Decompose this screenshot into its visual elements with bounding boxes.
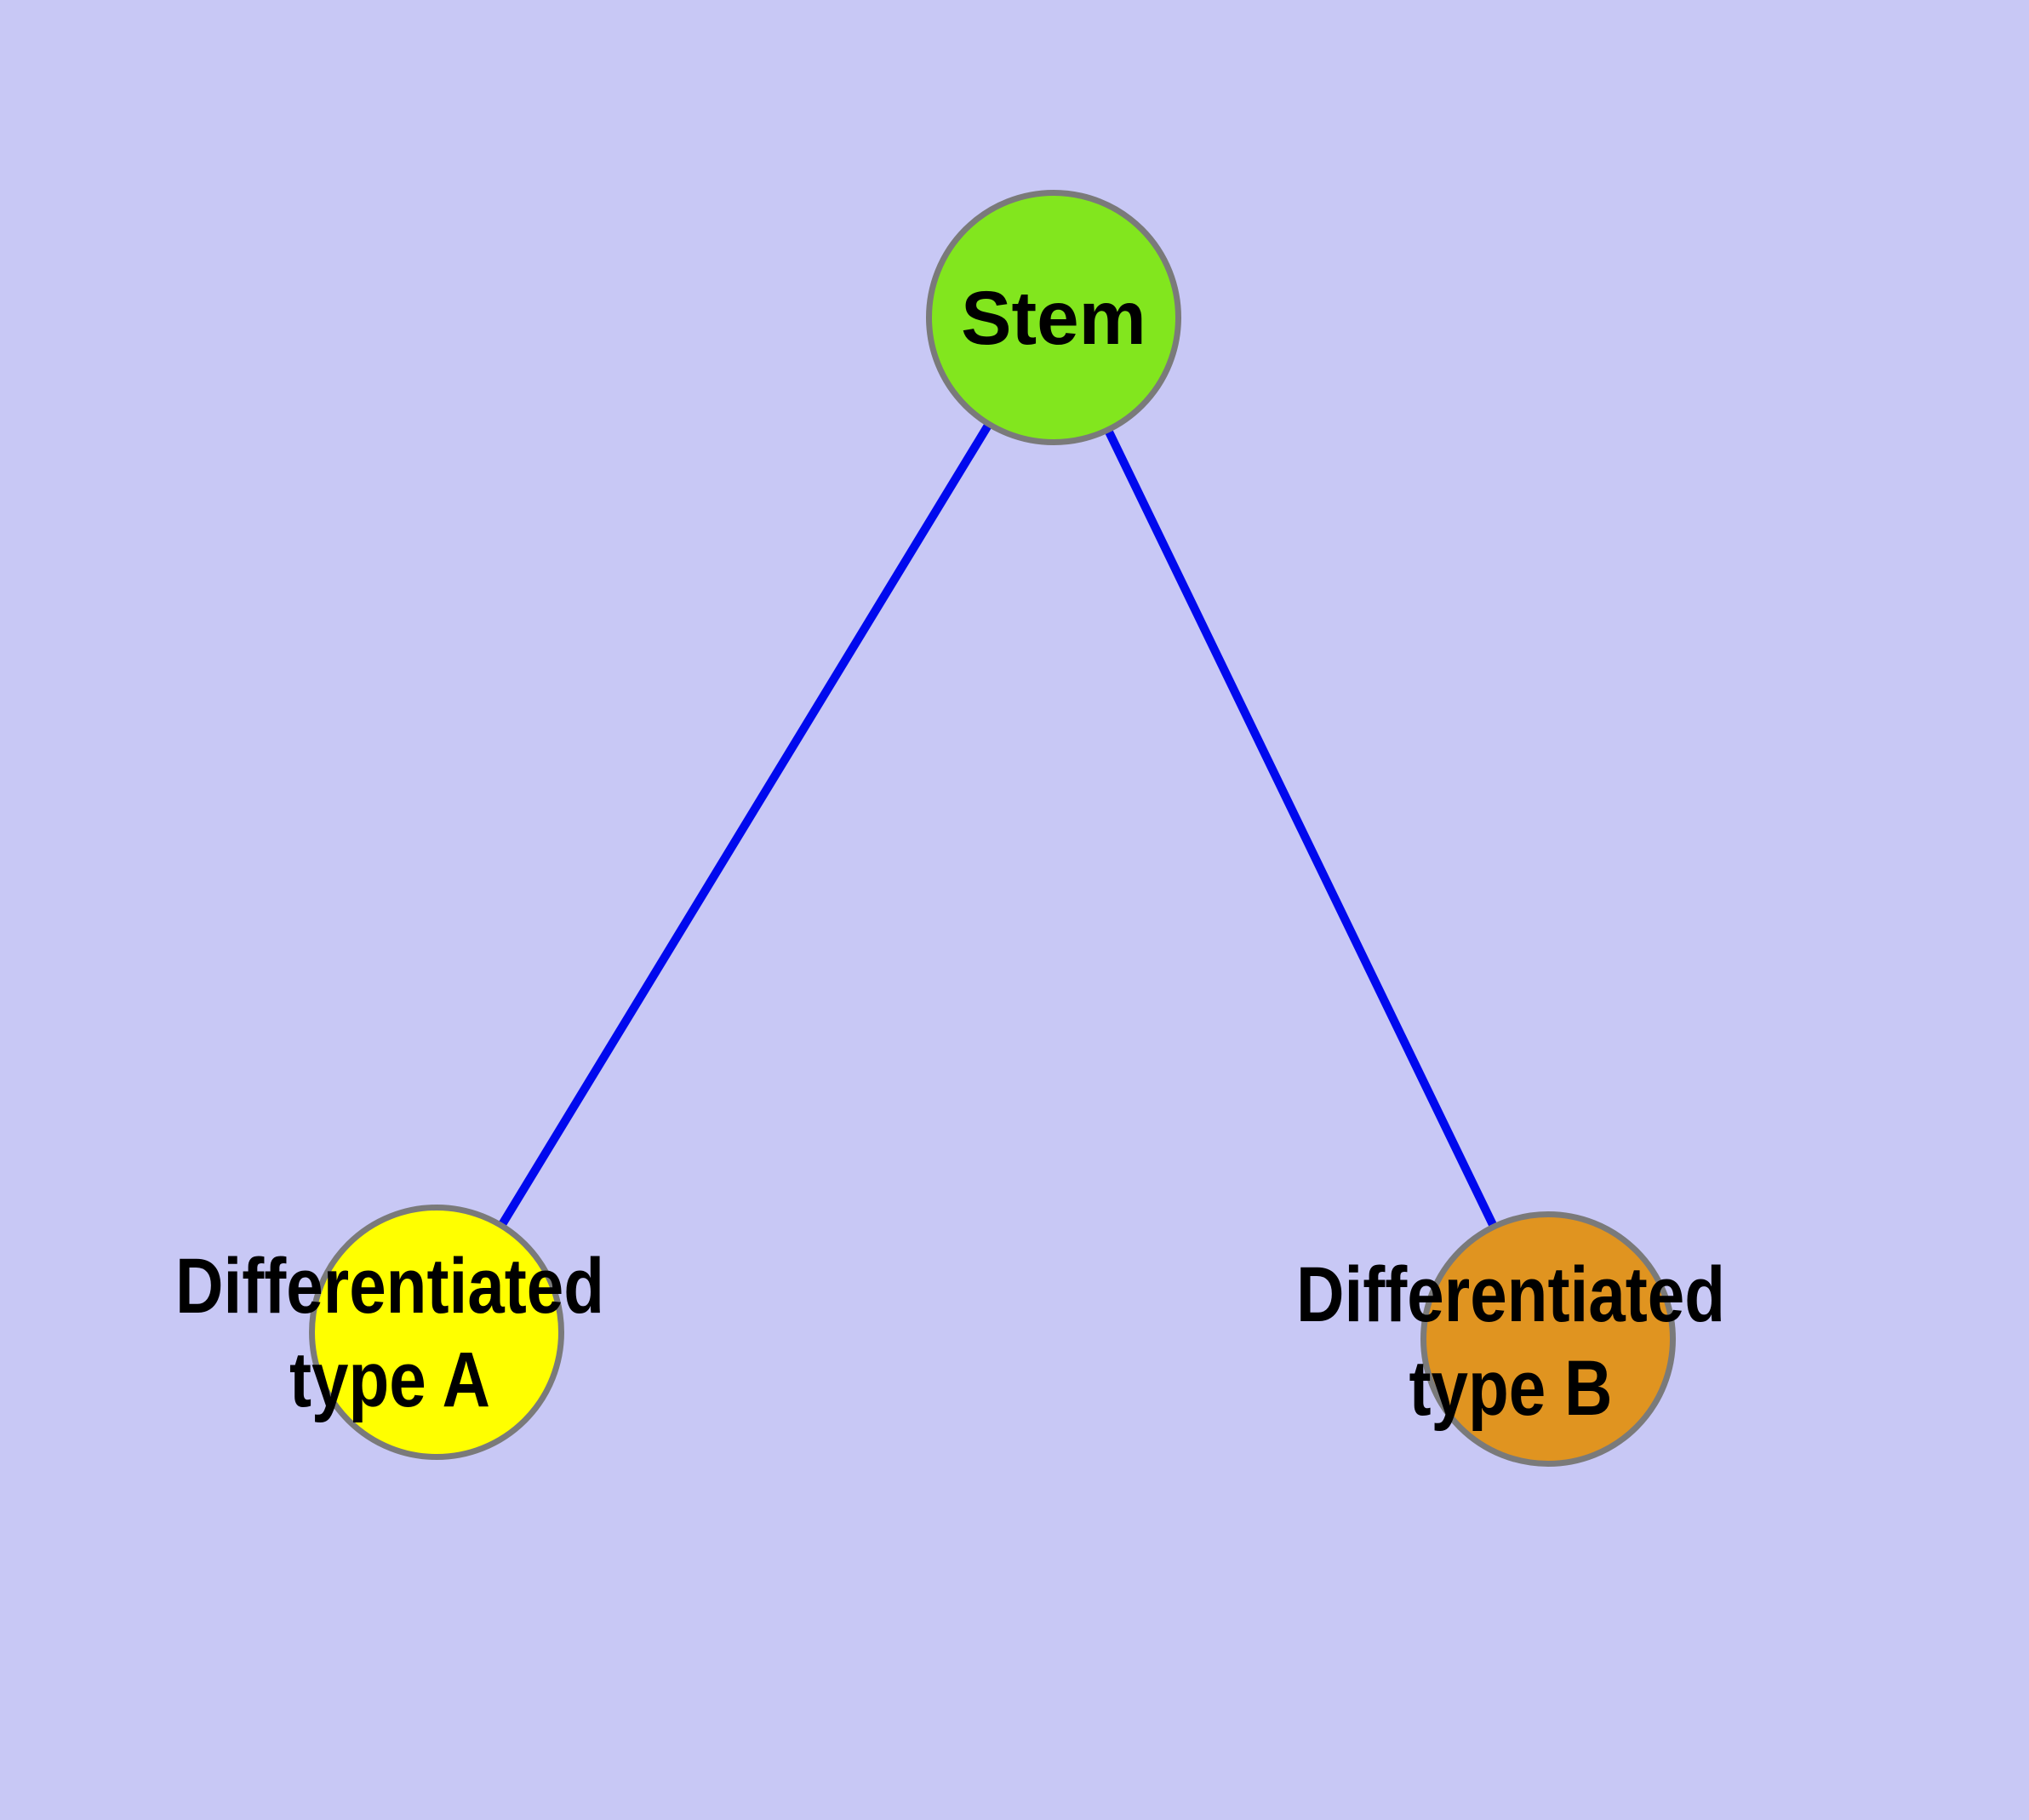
node-stem: Stem <box>926 190 1181 445</box>
edge-stem-to-type-b <box>1049 315 1552 1342</box>
label-type-a-line2: type A <box>289 1336 491 1423</box>
node-differentiated-type-b <box>1420 1211 1676 1467</box>
label-type-a-line1: Differentiated <box>174 1243 605 1330</box>
label-type-b-line2: type B <box>1409 1345 1613 1432</box>
label-type-b-line1: Differentiated <box>1295 1251 1726 1338</box>
node-differentiated-type-b-label: Differentiated type B <box>1258 1248 1764 1435</box>
node-stem-label: Stem <box>961 274 1146 360</box>
node-differentiated-type-a-label: Differentiated type A <box>137 1239 643 1427</box>
node-differentiated-type-a <box>309 1205 564 1460</box>
edge-stem-to-type-a <box>432 315 1058 1335</box>
